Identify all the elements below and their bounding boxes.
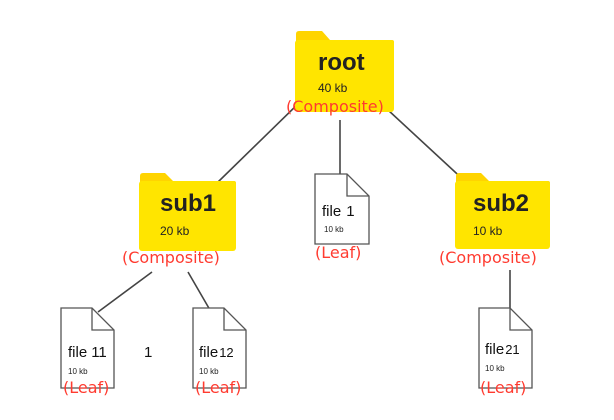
folder-icon: [455, 173, 550, 249]
file-name-number: 12: [219, 345, 233, 360]
file-name-main: file: [68, 344, 87, 361]
file-size-file11: 10 kb: [68, 367, 88, 376]
folder-size-root: 40 kb: [318, 81, 348, 95]
folder-size-sub2: 10 kb: [473, 224, 503, 238]
edge-sub1-file12: [187, 271, 211, 311]
folder-name-root: root: [318, 49, 365, 76]
role-label-file12: (Leaf): [195, 378, 241, 397]
file-size-file21: 10 kb: [485, 364, 505, 373]
file-name-main: file: [485, 341, 504, 358]
role-label-sub1: (Composite): [122, 248, 220, 267]
file-icon: [314, 173, 370, 245]
folder-node-sub1[interactable]: sub1 20 kb (Composite): [122, 173, 236, 267]
folder-icon: [139, 173, 236, 251]
stray-number-label: 1: [144, 344, 152, 361]
file-name-number: 11: [91, 344, 107, 361]
file-size-file1: 10 kb: [324, 225, 344, 234]
file-name-file12: file12: [199, 344, 234, 361]
folder-icon: [295, 31, 394, 112]
file-node-file12[interactable]: file12 10 kb (Leaf): [192, 307, 247, 397]
role-label-file21: (Leaf): [480, 378, 526, 397]
file-icon: [192, 307, 247, 389]
edge-root-sub1: [217, 101, 301, 183]
folder-node-root[interactable]: root 40 kb (Composite): [286, 31, 394, 116]
file-node-file1[interactable]: file 1 10 kb (Leaf): [314, 173, 370, 262]
file-icon: [60, 307, 115, 389]
file-node-file21[interactable]: file21 10 kb (Leaf): [478, 307, 533, 397]
tree-edges: [97, 101, 511, 313]
edge-sub1-file11: [97, 271, 153, 313]
folder-size-sub1: 20 kb: [160, 224, 190, 238]
role-label-file1: (Leaf): [315, 243, 361, 262]
file-name-number: 21: [505, 342, 519, 357]
file-name-main: file: [199, 344, 218, 361]
file-name-number: 1: [346, 203, 354, 220]
role-label-sub2: (Composite): [439, 248, 537, 267]
file-size-file12: 10 kb: [199, 367, 219, 376]
file-name-file21: file21: [485, 341, 520, 358]
file-name-file1: file 1: [322, 203, 355, 220]
folder-node-sub2[interactable]: sub2 10 kb (Composite): [439, 173, 550, 267]
role-label-root: (Composite): [286, 97, 384, 116]
file-icon: [478, 307, 533, 389]
file-name-main: file: [322, 203, 341, 220]
folder-name-sub2: sub2: [473, 190, 529, 217]
edge-root-sub2: [387, 109, 469, 185]
folder-name-sub1: sub1: [160, 190, 216, 217]
role-label-file11: (Leaf): [63, 378, 109, 397]
